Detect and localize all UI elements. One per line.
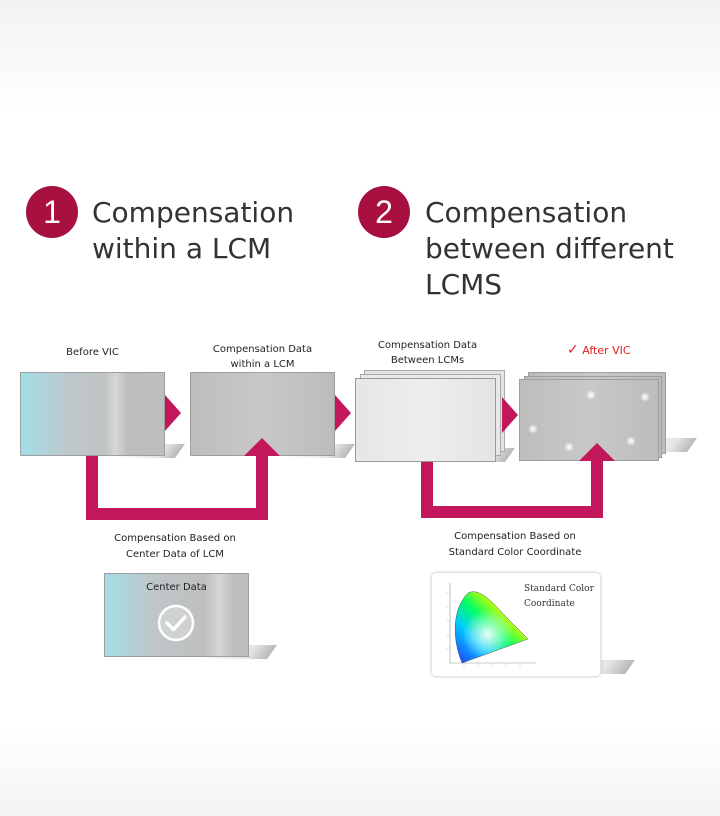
arrow-right-1 <box>165 395 181 431</box>
comp-between-line2: Between LCMs <box>390 355 465 366</box>
step-1-badge: 1 <box>26 186 78 238</box>
sparkle-icon <box>626 436 636 446</box>
feedback-arrow-left-down <box>86 456 98 520</box>
feedback-arrow-left-up <box>256 454 268 520</box>
after-vic-label: After VIC <box>582 344 631 357</box>
sparkle-icon <box>564 442 574 452</box>
step-1-title-line2: within a LCM <box>92 232 272 265</box>
feedback-arrow-left-bottom <box>86 508 268 520</box>
standard-color-panel: Standard Color Coordinate <box>431 572 601 677</box>
right-caption-line2: Standard Color Coordinate <box>448 547 582 558</box>
step-1-title: Compensation within a LCM <box>92 195 294 267</box>
comp-within-line1: Compensation Data <box>212 344 313 355</box>
comp-between-panel <box>355 378 496 462</box>
feedback-arrow-right-bottom <box>421 506 603 518</box>
standard-color-line2: Coordinate <box>524 599 575 609</box>
check-circle-icon <box>157 604 195 642</box>
comp-between-line1: Compensation Data <box>377 340 478 351</box>
arrow-right-2 <box>335 395 351 431</box>
standard-color-line1: Standard Color <box>524 584 594 594</box>
step-2-title: Compensation between different LCMS <box>425 195 674 303</box>
step-2-title-line2: between different <box>425 232 674 265</box>
sparkle-icon <box>586 390 596 400</box>
before-vic-panel <box>20 372 165 456</box>
feedback-arrow-right-down <box>421 462 433 518</box>
checkmark-icon: ✓ <box>567 342 579 358</box>
comp-between-caption: Compensation Data Between LCMs <box>355 338 500 368</box>
step-2-badge: 2 <box>358 186 410 238</box>
feedback-arrowhead-right <box>579 443 615 461</box>
before-vic-label: Before VIC <box>66 347 119 358</box>
center-data-panel: Center Data <box>104 573 249 657</box>
sparkle-icon <box>640 392 650 402</box>
left-caption-line2: Center Data of LCM <box>126 549 224 560</box>
left-caption-line1: Compensation Based on <box>114 533 236 544</box>
arrow-right-3 <box>502 397 518 433</box>
left-bottom-caption: Compensation Based on Center Data of LCM <box>95 531 255 562</box>
comp-within-line2: within a LCM <box>230 359 295 370</box>
right-bottom-caption: Compensation Based on Standard Color Coo… <box>430 529 600 560</box>
before-vic-caption: Before VIC <box>20 345 165 360</box>
comp-within-caption: Compensation Data within a LCM <box>190 342 335 372</box>
right-caption-line1: Compensation Based on <box>454 531 576 542</box>
step-1-title-line1: Compensation <box>92 196 295 229</box>
center-data-label: Center Data <box>146 582 207 593</box>
feedback-arrow-right-up <box>591 459 603 518</box>
sparkle-icon <box>528 424 538 434</box>
step-2-title-line1: Compensation <box>425 196 628 229</box>
cie-chromaticity-diagram-icon <box>446 583 536 667</box>
after-vic-caption: ✓ After VIC <box>567 342 631 358</box>
step-2-title-line3: LCMS <box>425 268 503 301</box>
feedback-arrowhead-left <box>244 438 280 456</box>
standard-color-label: Standard Color Coordinate <box>524 582 594 612</box>
